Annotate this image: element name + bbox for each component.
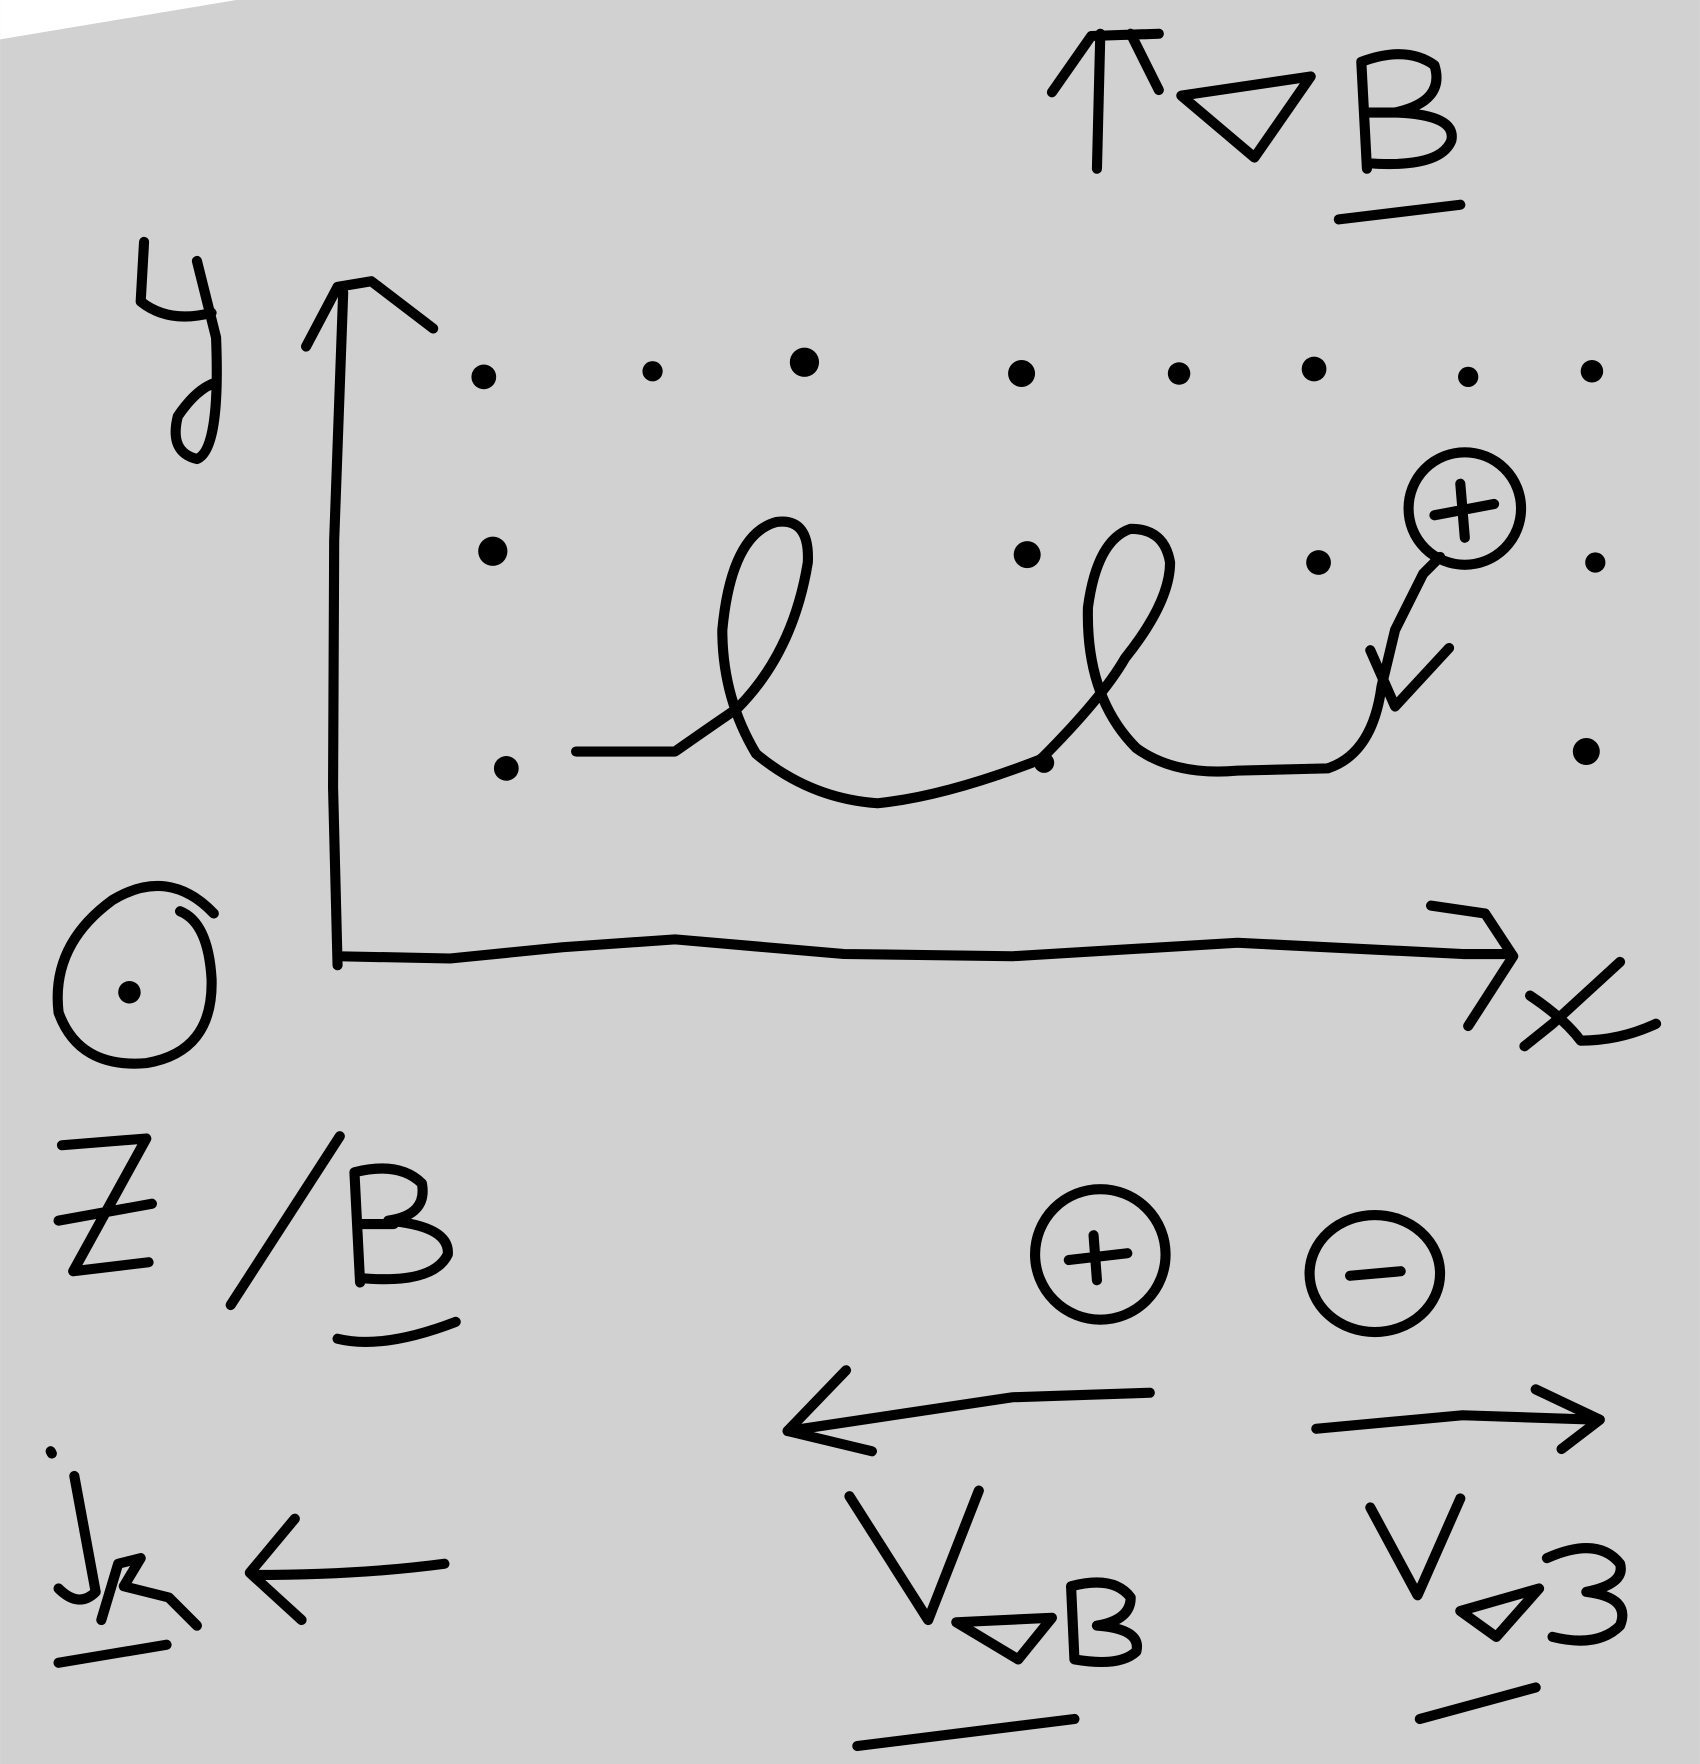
b-field-dot: [1458, 366, 1479, 387]
negative-minus-icon: [1345, 1266, 1406, 1281]
gradient-b-header: [1046, 28, 1466, 225]
trajectory-arrowhead: [1365, 642, 1455, 712]
trajectory-particle-circle: [1403, 447, 1527, 570]
positive-drift-arrow-shaft: [782, 1387, 1155, 1437]
positive-v-letter: [844, 1485, 984, 1626]
jr-underline: [53, 1639, 172, 1668]
b-field-dot: [1167, 362, 1191, 385]
negative-particle-group: [1304, 1209, 1628, 1725]
negative-v-letter: [1365, 1493, 1466, 1601]
b-lower-underline: [332, 1316, 461, 1347]
b-field-dot: [1585, 552, 1606, 573]
y-axis-label: [135, 236, 222, 465]
y-axis: [135, 236, 439, 971]
circle-dot-outline: [52, 880, 219, 1069]
trajectory-particle: [1403, 447, 1527, 570]
x-axis-line: [332, 934, 1511, 964]
bottom-left-label: [45, 1446, 450, 1668]
b-field-dot: [1580, 360, 1604, 383]
b-out-of-page-symbol: [52, 880, 219, 1069]
negative-particle-circle: [1304, 1209, 1446, 1338]
positive-particle-group: [782, 1184, 1171, 1752]
trajectory-plus-icon: [1429, 478, 1500, 543]
z-parallel-b-label: [53, 1131, 461, 1347]
circle-dot-center: [118, 981, 141, 1004]
b-field-dot: [1301, 356, 1327, 382]
bottom-left-arrow-shaft: [248, 1558, 450, 1581]
b-field-dot: [642, 361, 663, 382]
positive-nabla-symbol: [951, 1612, 1057, 1665]
negative-drift-underline: [1414, 1682, 1541, 1725]
parallel-slash: [225, 1131, 345, 1311]
b-field-dot: [1008, 360, 1036, 387]
positive-b-subscript: [1066, 1577, 1142, 1668]
b-field-dot: [493, 756, 519, 781]
nabla-symbol: [1176, 71, 1316, 163]
bottom-left-arrowhead: [244, 1513, 307, 1626]
b-letter-top: [1356, 49, 1457, 174]
b-field-dot: [471, 364, 497, 390]
b-field-dot: [1013, 541, 1041, 569]
gradient-up-arrow-head: [1046, 28, 1164, 98]
negative-drift-arrow-shaft: [1311, 1410, 1603, 1434]
x-axis: [332, 900, 1662, 1052]
torn-corner: [0, 0, 237, 40]
b-field-dot: [1306, 550, 1331, 575]
b-field-dot: [478, 536, 508, 566]
z-letter: [53, 1133, 157, 1277]
b-vector-underline: [1333, 199, 1466, 225]
positive-drift-underline: [852, 1713, 1080, 1752]
b-field-dots: [118, 347, 1606, 1004]
y-axis-line: [328, 287, 349, 971]
gradient-up-arrow-shaft: [1091, 28, 1106, 174]
negative-nabla-symbol: [1455, 1583, 1545, 1642]
positive-plus-icon: [1063, 1230, 1133, 1286]
b-letter-lower: [349, 1163, 453, 1288]
positive-drift-arrowhead: [782, 1365, 877, 1457]
x-axis-arrowhead: [1426, 900, 1519, 1032]
positive-particle-circle: [1030, 1184, 1171, 1325]
b-field-dot: [1572, 738, 1600, 765]
jr-letters: [45, 1446, 202, 1631]
x-axis-label: [1519, 956, 1662, 1052]
b-field-dot: [789, 347, 820, 377]
y-axis-arrowhead: [301, 276, 439, 352]
negative-drift-arrowhead: [1530, 1384, 1605, 1455]
b-field-dot: [1033, 752, 1055, 773]
negative-b-subscript: [1541, 1543, 1628, 1646]
